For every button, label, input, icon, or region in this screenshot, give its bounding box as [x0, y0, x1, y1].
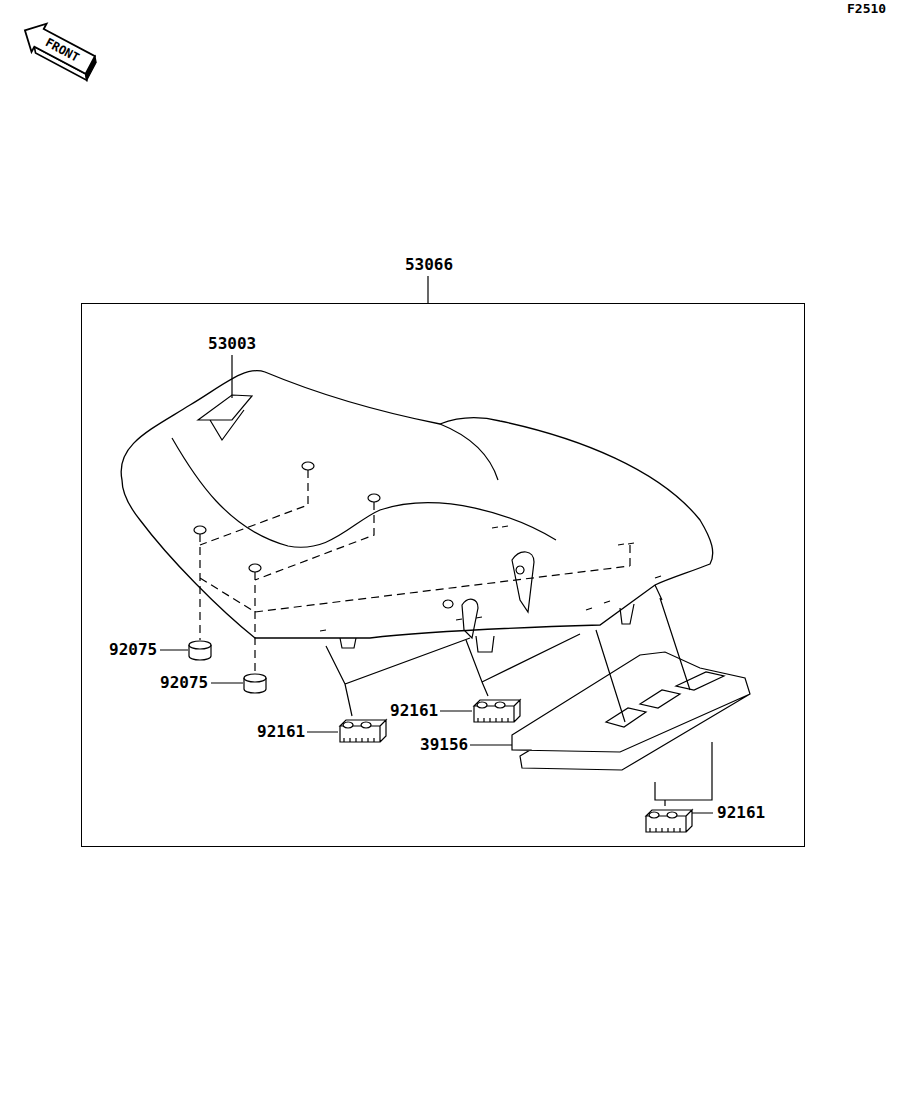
- damper-part: [340, 700, 692, 832]
- figure-number: F2510: [846, 1, 887, 17]
- callout-number: 39156: [419, 735, 469, 755]
- mount-hole: [194, 526, 206, 534]
- damper: [646, 810, 692, 832]
- damper: [649, 812, 677, 818]
- rear-pan: [512, 652, 750, 770]
- damper: [343, 722, 371, 728]
- damper: [340, 720, 386, 742]
- front-arrow: [17, 16, 97, 79]
- hidden-line: [200, 470, 630, 674]
- callout-number: 92075: [108, 640, 158, 660]
- damper: [477, 702, 505, 708]
- mount-hole: [302, 462, 314, 470]
- grommet: [189, 641, 211, 649]
- mount-hole: [368, 494, 380, 502]
- seat-contour: [172, 424, 662, 600]
- seat-detail: [320, 526, 661, 631]
- leader-line: [160, 355, 713, 813]
- seat-vent: [198, 395, 252, 440]
- seat-hook: [340, 604, 634, 652]
- assembly-line: [596, 598, 712, 806]
- callout-number: 92161: [256, 722, 306, 742]
- callout-number: 92075: [159, 673, 209, 693]
- seat-outline: [121, 371, 713, 638]
- grommet: [244, 674, 266, 682]
- seat-bracket: [443, 599, 478, 638]
- callout-number: 53003: [207, 334, 257, 354]
- leader-line: [427, 276, 428, 303]
- damper: [474, 700, 520, 722]
- assembly-line: [466, 634, 580, 696]
- callout-number: 53066: [403, 255, 455, 275]
- callout-number: 92161: [389, 701, 439, 721]
- callout-number: 92161: [716, 803, 766, 823]
- mount-hole: [249, 564, 261, 572]
- assembly-box: 53066: [81, 303, 805, 847]
- seat-bracket: [512, 552, 534, 612]
